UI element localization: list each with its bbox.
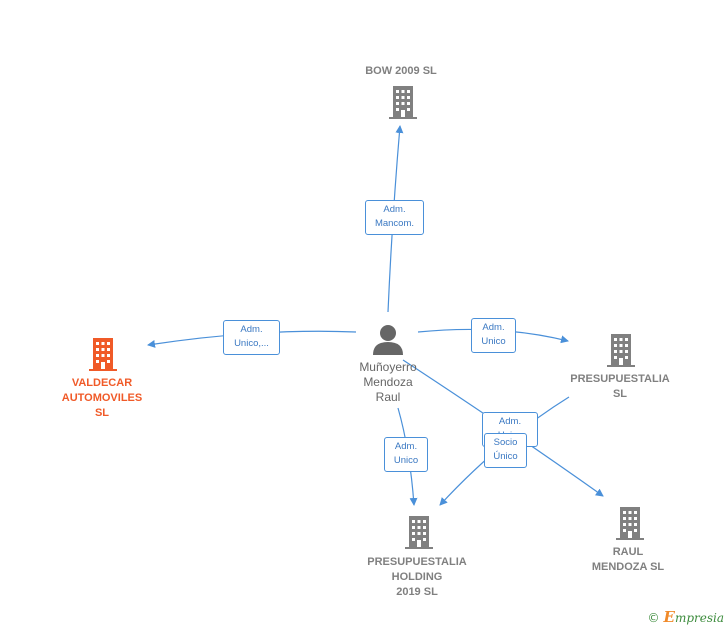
node-label-presupuestalia[interactable]: PRESUPUESTALIA SL bbox=[570, 373, 670, 400]
empresia-logo[interactable]: ©Empresia bbox=[648, 608, 725, 626]
building-icon-bow bbox=[389, 86, 417, 119]
building-icon-holding bbox=[405, 516, 433, 549]
copyright-symbol: © bbox=[647, 611, 660, 625]
person-icon bbox=[373, 325, 403, 355]
brand-initial: E bbox=[663, 608, 675, 626]
node-label-valdecar[interactable]: VALDECAR AUTOMOVILES SL bbox=[61, 377, 143, 419]
edge-label-bow: Adm. Mancom. bbox=[365, 200, 424, 235]
edge-label-socio: Socio Único bbox=[484, 433, 527, 468]
brand-name: mpresia bbox=[674, 611, 724, 625]
node-label-person[interactable]: Muñoyerro Mendoza Raul bbox=[359, 360, 417, 404]
edges bbox=[147, 125, 604, 506]
building-icon-valdecar bbox=[89, 338, 117, 371]
node-label-bow[interactable]: BOW 2009 SL bbox=[365, 65, 437, 77]
edge-label-valdecar: Adm. Unico,... bbox=[223, 320, 280, 355]
node-label-holding[interactable]: PRESUPUESTALIA HOLDING 2019 SL bbox=[367, 556, 467, 598]
edge-label-holding: Adm. Unico bbox=[384, 437, 428, 472]
building-icon-raul bbox=[616, 507, 644, 540]
edge-label-presupuestalia: Adm. Unico bbox=[471, 318, 516, 353]
node-label-raul[interactable]: RAUL MENDOZA SL bbox=[591, 546, 665, 573]
building-icon-presupuestalia bbox=[607, 334, 635, 367]
